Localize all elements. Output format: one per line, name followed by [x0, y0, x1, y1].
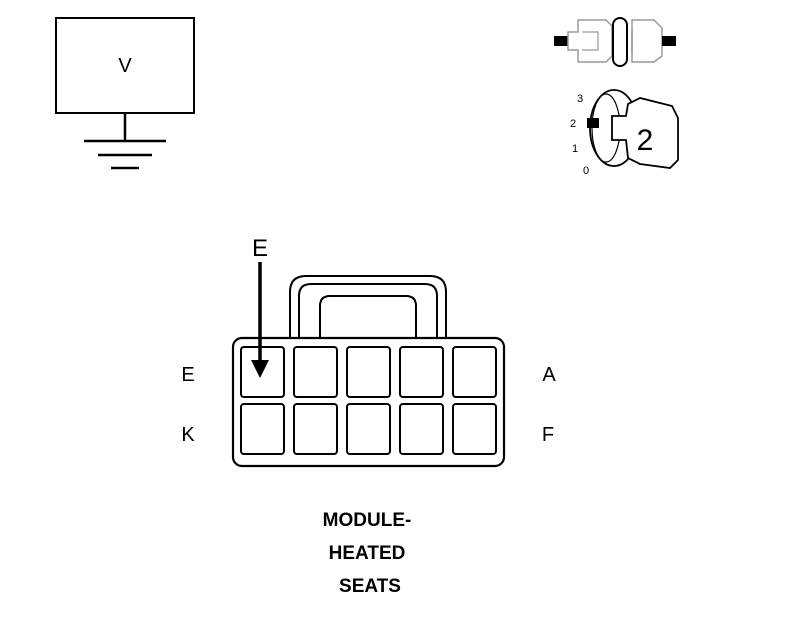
row-label-top-right: A	[542, 364, 556, 386]
connector-lock-tab	[289, 275, 447, 339]
ignition-switch-icon: 3 2 1 0 2	[570, 89, 679, 177]
cavity-B	[399, 346, 444, 398]
connector-face: E	[231, 235, 506, 468]
ignition-position-3: 3	[577, 93, 583, 105]
pointer-label: E	[252, 235, 268, 262]
voltmeter-symbol: V	[55, 17, 195, 170]
ignition-selected-position: 2	[637, 124, 654, 157]
cavity-F	[452, 403, 497, 455]
ignition-position-2: 2	[570, 118, 576, 130]
component-title: MODULE- HEATED SEATS	[323, 510, 412, 597]
cavity-K	[240, 403, 285, 455]
row-label-bottom-right: F	[542, 424, 554, 446]
cavity-H	[346, 403, 391, 455]
connector-lock-tab-inner	[298, 283, 438, 339]
ignition-position-1: 1	[572, 143, 578, 155]
row-label-bottom-left: K	[181, 424, 195, 446]
cavity-E	[240, 346, 285, 398]
title-line-1: MODULE-	[323, 510, 412, 531]
ignition-position-0: 0	[583, 165, 589, 177]
cavity-row-bottom	[240, 403, 497, 455]
cavity-G	[399, 403, 444, 455]
cavity-J	[293, 403, 338, 455]
cavity-row-top	[240, 346, 497, 398]
cavity-C	[346, 346, 391, 398]
title-line-2: HEATED	[329, 543, 406, 564]
connector-body	[231, 336, 506, 468]
connector-lock-window	[319, 295, 417, 339]
cavity-A	[452, 346, 497, 398]
cavity-D	[293, 346, 338, 398]
row-label-top-left: E	[181, 364, 194, 386]
title-line-3: SEATS	[339, 576, 401, 597]
connector-disconnect-icon	[554, 17, 676, 67]
ground-icon	[84, 113, 166, 170]
pointer-arrow-icon	[251, 262, 269, 378]
voltmeter-label: V	[118, 55, 132, 77]
